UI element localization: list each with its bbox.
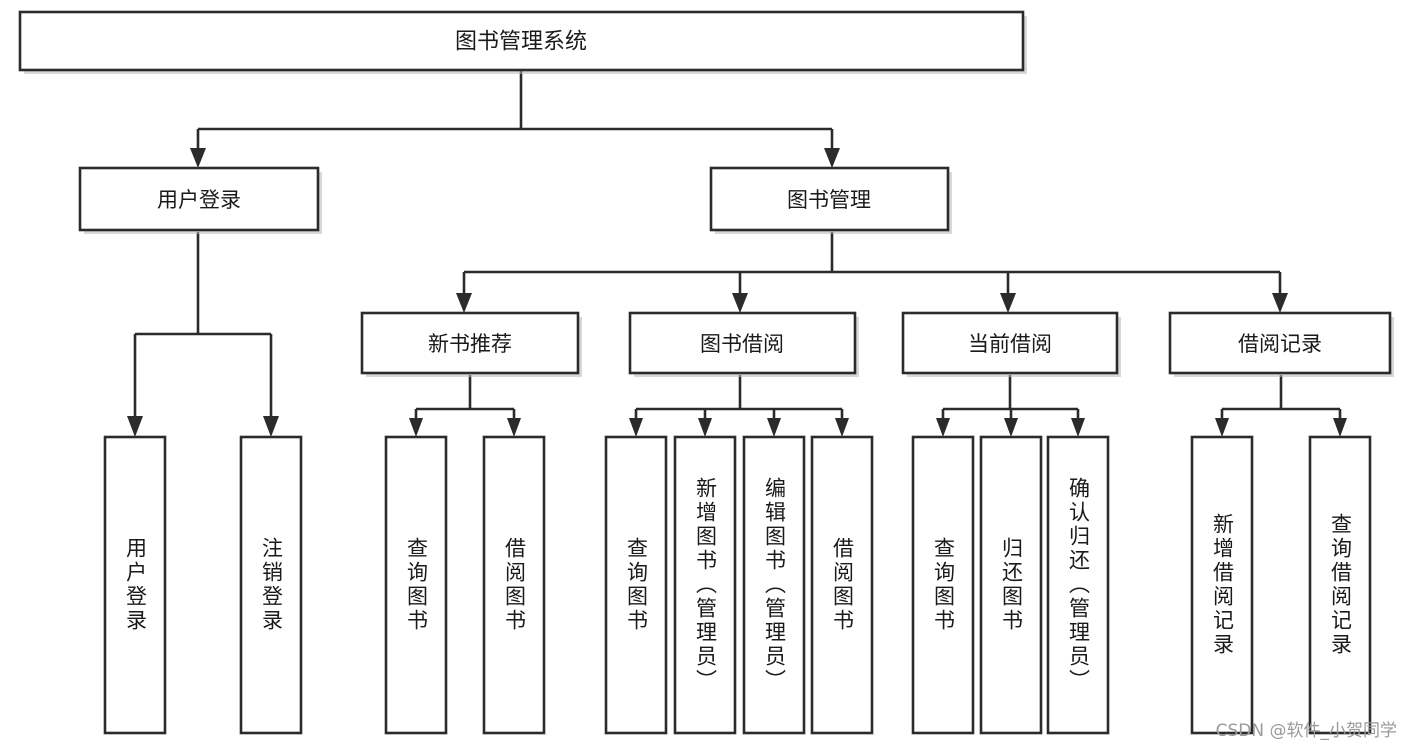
current-borrow-label: 当前借阅: [968, 332, 1052, 356]
connector-group-book-borrow: [629, 375, 849, 437]
connector-group-borrow-record: [1215, 375, 1347, 437]
arrow-head-bb-edit: [767, 418, 781, 437]
connector-group-current-borrow: [936, 375, 1085, 437]
arrow-head-leaf-logout: [263, 416, 279, 437]
user-login-box[interactable]: [78, 166, 320, 232]
user-login-label: 用户登录: [157, 188, 241, 212]
leaf-box-book-borrow-3[interactable]: [810, 435, 874, 735]
leaf-box-user-login-0[interactable]: [103, 435, 167, 735]
leaf-box-borrow-record-0[interactable]: [1190, 435, 1254, 735]
arrow-head-new-book: [456, 293, 472, 313]
connector-group-user-login: [127, 232, 279, 437]
leaf-box-current-borrow-1[interactable]: [979, 435, 1043, 735]
connector-group-book-manage: [456, 232, 1288, 313]
leaf-box-book-borrow-1[interactable]: [673, 435, 737, 735]
arrow-head-borrow-record: [1272, 293, 1288, 313]
book-borrow-label: 图书借阅: [700, 332, 784, 356]
root-box[interactable]: [18, 10, 1025, 72]
arrow-head-bb-query: [629, 418, 643, 437]
new-book-label: 新书推荐: [428, 332, 512, 356]
book-manage-box[interactable]: [709, 166, 950, 232]
leaf-box-current-borrow-0[interactable]: [911, 435, 975, 735]
book-borrow-box[interactable]: [628, 311, 857, 375]
connector-group-root: [190, 71, 840, 168]
connector-group-new-book: [409, 375, 521, 437]
arrow-head-book-borrow: [732, 293, 748, 313]
arrow-head-nb-borrow: [507, 418, 521, 437]
new-book-box[interactable]: [360, 311, 580, 375]
book-manage-label: 图书管理: [787, 188, 871, 212]
arrow-head-cb-query: [936, 418, 950, 437]
arrow-head-bb-add: [698, 418, 712, 437]
current-borrow-box[interactable]: [901, 311, 1119, 375]
leaf-box-new-book-1[interactable]: [482, 435, 546, 735]
borrow-record-box[interactable]: [1168, 311, 1392, 375]
arrow-head-cb-return: [1004, 418, 1018, 437]
leaf-box-current-borrow-2[interactable]: [1046, 435, 1110, 735]
arrow-head-user-login: [190, 148, 206, 168]
leaf-box-book-borrow-2[interactable]: [742, 435, 806, 735]
arrow-head-leaf-user-login: [127, 416, 143, 437]
arrow-head-nb-query: [409, 418, 423, 437]
arrow-head-cb-confirm: [1071, 418, 1085, 437]
leaf-box-user-login-1[interactable]: [239, 435, 303, 735]
root-label: 图书管理系统: [455, 30, 587, 55]
arrow-head-br-add: [1215, 418, 1229, 437]
arrow-head-bb-borrow: [835, 418, 849, 437]
arrow-head-br-query: [1333, 418, 1347, 437]
arrow-head-book-manage: [824, 148, 840, 168]
arrow-head-current-borrow: [1000, 293, 1016, 313]
leaf-box-book-borrow-0[interactable]: [604, 435, 668, 735]
leaf-box-new-book-0[interactable]: [384, 435, 448, 735]
csdn-watermark: CSDN @软件_小贺同学: [1215, 721, 1397, 741]
leaf-box-borrow-record-1[interactable]: [1308, 435, 1372, 735]
borrow-record-label: 借阅记录: [1238, 332, 1322, 356]
